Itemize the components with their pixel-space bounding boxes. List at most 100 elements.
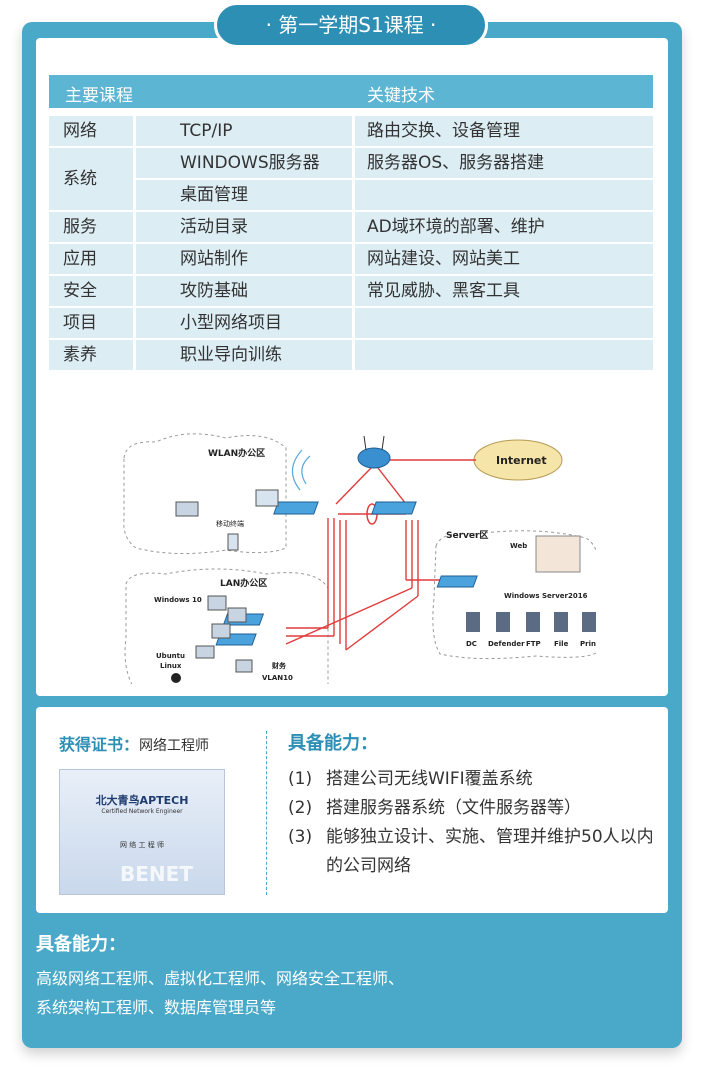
course-cell: 小型网络项目 <box>136 308 352 338</box>
table-row: 系统 WINDOWS服务器 服务器OS、服务器搭建 <box>49 148 653 210</box>
career-line: 系统架构工程师、数据库管理员等 <box>36 998 277 1017</box>
tech-cell: 服务器OS、服务器搭建 <box>355 148 653 178</box>
cert-role: 网 络 工 程 师 <box>120 841 164 849</box>
table-row: 安全 攻防基础 常见威胁、黑客工具 <box>49 276 653 308</box>
desktop-icon <box>207 595 227 611</box>
item-text: 能够独立设计、实施、管理并维护50人以内的公司网络 <box>326 827 654 876</box>
finance-label: 财务 <box>271 661 287 670</box>
category-cell: 服务 <box>49 212 133 242</box>
list-item: (2) 搭建服务器系统（文件服务器等） <box>288 794 658 823</box>
course-table: 主要课程 关键技术 网络 TCP/IP 路由交换、设备管理 系统 WINDOWS… <box>49 75 653 372</box>
course-cell: WINDOWS服务器 <box>136 148 352 178</box>
tech-cell <box>355 340 653 370</box>
core-switch-icon <box>371 501 417 515</box>
tech-cell: 路由交换、设备管理 <box>355 116 653 146</box>
certificate-name: 网络工程师 <box>139 738 210 754</box>
server-label: File <box>554 640 569 648</box>
table-row: 桌面管理 <box>49 180 653 212</box>
course-cell: 桌面管理 <box>136 180 352 210</box>
cert-watermark: BENET <box>120 862 193 886</box>
course-cell: 攻防基础 <box>136 276 352 306</box>
category-cell: 应用 <box>49 244 133 274</box>
router-icon <box>357 447 391 469</box>
tech-cell: 常见威胁、黑客工具 <box>355 276 653 306</box>
server-switch-icon <box>436 575 478 588</box>
career-heading: 具备能力： <box>36 934 126 955</box>
cert-title: 北大青鸟APTECH <box>95 794 189 807</box>
laptop-icon <box>175 501 199 517</box>
item-number: (2) <box>288 798 313 818</box>
certificate-label: 获得证书： <box>59 735 140 754</box>
server-defender-icon <box>496 612 510 632</box>
web-page-thumbnail <box>535 535 581 573</box>
certificate-panel: 获得证书：网络工程师 北大青鸟APTECH Certified Network … <box>36 707 668 913</box>
course-cell: TCP/IP <box>136 116 352 146</box>
career-text: 高级网络工程师、虚拟化工程师、网络安全工程师、 系统架构工程师、数据库管理员等 <box>36 964 656 1022</box>
network-topology-diagram: Internet <box>123 433 596 684</box>
desktop-icon <box>235 659 253 673</box>
header-tech: 关键技术 <box>367 86 435 106</box>
course-cell: 活动目录 <box>136 212 352 242</box>
abilities-heading: 具备能力： <box>288 733 378 754</box>
internet-label: Internet <box>496 454 547 467</box>
wifi-signal-icon <box>291 449 311 491</box>
certificate-heading: 获得证书：网络工程师 <box>59 731 209 755</box>
server-row <box>466 612 596 632</box>
laptop-icon <box>195 645 215 659</box>
course-panel: 主要课程 关键技术 网络 TCP/IP 路由交换、设备管理 系统 WINDOWS… <box>36 38 668 696</box>
table-row: 网络 TCP/IP 路由交换、设备管理 <box>49 116 653 148</box>
server-label: Print <box>580 640 596 648</box>
wlan-zone-label: WLAN办公区 <box>208 447 265 459</box>
list-item: (1) 搭建公司无线WIFI覆盖系统 <box>288 765 658 794</box>
tech-cell: 网站建设、网站美工 <box>355 244 653 274</box>
category-cell: 项目 <box>49 308 133 338</box>
item-number: (1) <box>288 769 313 789</box>
table-header: 主要课程 关键技术 <box>49 75 653 108</box>
win10-label: Windows 10 <box>154 596 202 604</box>
server-dc-icon <box>466 612 480 632</box>
server-print-icon <box>582 612 596 632</box>
core-switch-icon <box>273 501 319 515</box>
server-label: FTP <box>526 640 541 648</box>
item-number: (3) <box>288 827 313 847</box>
course-cell: 网站制作 <box>136 244 352 274</box>
ubuntu-label: Ubuntu <box>156 652 185 660</box>
server-zone <box>432 530 596 660</box>
winserver-label: Windows Server2016 <box>504 592 588 600</box>
desktop-icon <box>227 607 247 623</box>
table-row: 服务 活动目录 AD域环境的部署、维护 <box>49 212 653 244</box>
course-cell: 职业导向训练 <box>136 340 352 370</box>
cert-subtitle: Certified Network Engineer <box>101 808 183 815</box>
phone-icon <box>227 533 239 551</box>
tech-cell: AD域环境的部署、维护 <box>355 212 653 242</box>
list-item: (3) 能够独立设计、实施、管理并维护50人以内的公司网络 <box>288 823 658 881</box>
server-label: Defender <box>488 640 525 648</box>
server-file-icon <box>554 612 568 632</box>
category-cell: 素养 <box>49 340 133 370</box>
career-line: 高级网络工程师、虚拟化工程师、网络安全工程师、 <box>36 969 405 988</box>
red-links <box>285 459 476 651</box>
category-cell: 系统 <box>49 148 133 210</box>
mobile-label: 移动终端 <box>216 519 244 528</box>
server-zone-label: Server区 <box>446 530 488 541</box>
lan-zone-label: LAN办公区 <box>220 577 267 589</box>
tablet-icon <box>255 489 279 507</box>
table-row: 素养 职业导向训练 <box>49 340 653 372</box>
certificate-image: 北大青鸟APTECH Certified Network Engineer 网 … <box>59 769 225 895</box>
linux-penguin-icon <box>171 673 181 683</box>
category-cell: 网络 <box>49 116 133 146</box>
web-label: Web <box>510 542 527 550</box>
vlan-label: VLAN10 <box>262 674 293 682</box>
category-cell: 安全 <box>49 276 133 306</box>
tech-cell <box>355 308 653 338</box>
page-title: · 第一学期S1课程 · <box>214 2 488 48</box>
table-row: 应用 网站制作 网站建设、网站美工 <box>49 244 653 276</box>
item-text: 搭建公司无线WIFI覆盖系统 <box>326 769 533 789</box>
item-text: 搭建服务器系统（文件服务器等） <box>326 798 581 818</box>
table-row: 项目 小型网络项目 <box>49 308 653 340</box>
section-divider <box>266 731 267 895</box>
linux-label: Linux <box>160 662 182 670</box>
server-label: DC <box>466 640 477 648</box>
desktop-icon <box>211 623 231 639</box>
server-ftp-icon <box>526 612 540 632</box>
